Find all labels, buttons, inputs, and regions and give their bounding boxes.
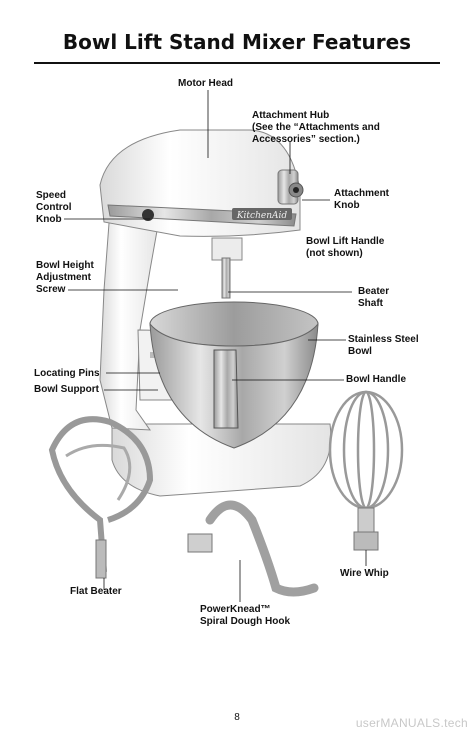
page-title: Bowl Lift Stand Mixer Features (62, 30, 412, 54)
label-bowl-height-screw: Bowl Height Adjustment Screw (36, 260, 94, 295)
watermark: userMANUALS.tech (355, 716, 468, 730)
flat-beater (48, 416, 154, 579)
label-speed-control-knob: Speed Control Knob (36, 190, 72, 225)
title-rule (34, 62, 440, 64)
attachment-hub-icon (277, 169, 304, 205)
beater-shaft (221, 257, 231, 299)
spiral-dough-hook (187, 500, 319, 597)
label-attachment-hub: Attachment Hub (See the “Attachments and… (252, 110, 380, 145)
brand-badge: KitchenAid (236, 211, 288, 221)
label-bowl-lift-handle: Bowl Lift Handle (not shown) (306, 236, 385, 259)
label-attachment-knob: Attachment Knob (334, 188, 390, 211)
mixer-column (99, 209, 161, 431)
label-wire-whip: Wire Whip (340, 568, 389, 579)
label-motor-head: Motor Head (178, 78, 233, 89)
label-bowl-support: Bowl Support (34, 384, 99, 395)
label-locating-pins: Locating Pins (34, 368, 100, 379)
label-spiral-dough-hook: PowerKnead™ Spiral Dough Hook (200, 604, 290, 627)
leader-lines (64, 90, 367, 602)
page-number: 8 (234, 712, 240, 723)
label-bowl-handle: Bowl Handle (346, 374, 407, 385)
label-stainless-steel-bowl: Stainless Steel Bowl (348, 334, 419, 357)
wire-whip (328, 390, 404, 551)
label-beater-shaft: Beater Shaft (358, 286, 390, 309)
label-flat-beater: Flat Beater (70, 586, 122, 597)
bowl-handle (213, 349, 239, 429)
speed-knob-icon (142, 209, 154, 221)
